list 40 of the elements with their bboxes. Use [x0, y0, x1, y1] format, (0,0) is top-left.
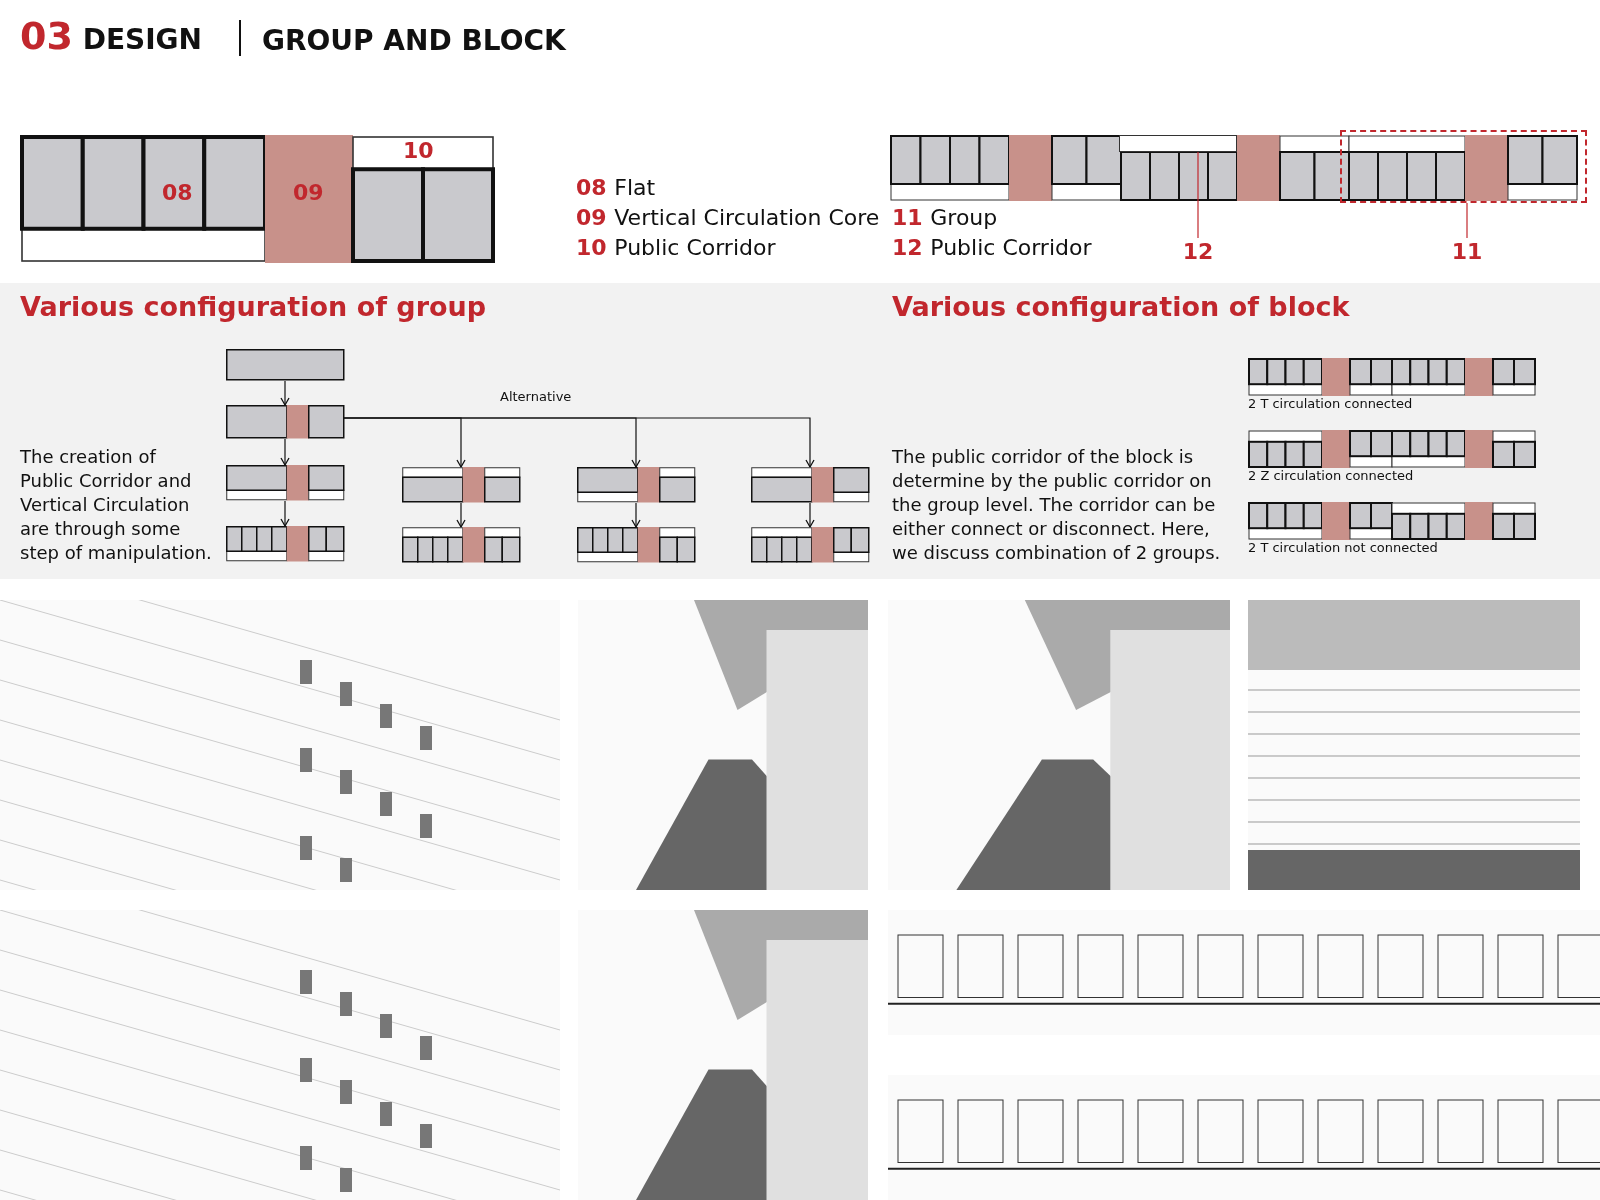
floor-plan-drawing [577, 527, 695, 563]
floor-plan-drawing [226, 349, 344, 381]
arrow [343, 417, 815, 468]
leader-line [1466, 202, 1468, 239]
callout-number: 09 [293, 180, 324, 205]
description-text: The public corridor of the block is determine by the public corridor on the group level. The corridor can be either connect or disconnect. Here, we discuss combination of 2 groups. [892, 445, 1222, 565]
arrow [280, 380, 290, 406]
legend-entry: 09 Vertical Circulation Core [576, 205, 880, 230]
floor-plan-drawing [402, 467, 520, 503]
floor-plan-drawing [751, 527, 869, 563]
legend-entry: 12 Public Corridor [892, 235, 1092, 260]
corridor-bar [1119, 135, 1237, 152]
arrow [456, 502, 466, 528]
callout-number: 08 [162, 180, 193, 205]
description-text: The creation of Public Corridor and Vertical Circulation are through some step of manipulation. [20, 445, 212, 565]
floor-plan-drawing [226, 465, 344, 501]
floor-plan-drawing [402, 527, 520, 563]
section-heading: Various configuration of block [892, 291, 1350, 322]
diagram-caption: 2 T circulation not connected [1248, 540, 1438, 555]
legend-entry: 11 Group [892, 205, 998, 230]
arrow [280, 438, 290, 466]
section-title: GROUP AND BLOCK [262, 24, 566, 57]
legend-entry: 08 Flat [576, 175, 656, 200]
dashed-outline [1340, 130, 1587, 203]
callout-number: 12 [1180, 238, 1216, 266]
floor-plan-drawing [577, 467, 695, 503]
diagram-caption: 2 Z circulation connected [1248, 468, 1414, 483]
page-title: 03 DESIGN [20, 14, 202, 58]
floor-plan-drawing [751, 467, 869, 503]
callout-number: 10 [403, 138, 434, 163]
legend-entry: 10 Public Corridor [576, 235, 776, 260]
floor-plan-drawing [226, 405, 344, 439]
arrow [631, 502, 641, 528]
leader-line [1197, 151, 1199, 239]
diagram-caption: 2 T circulation connected [1248, 396, 1413, 411]
arrow [280, 500, 290, 527]
floor-plan-drawing [226, 526, 344, 562]
arrow [805, 502, 815, 528]
section-heading: Various configuration of group [20, 291, 487, 322]
callout-number: 11 [1449, 238, 1485, 266]
